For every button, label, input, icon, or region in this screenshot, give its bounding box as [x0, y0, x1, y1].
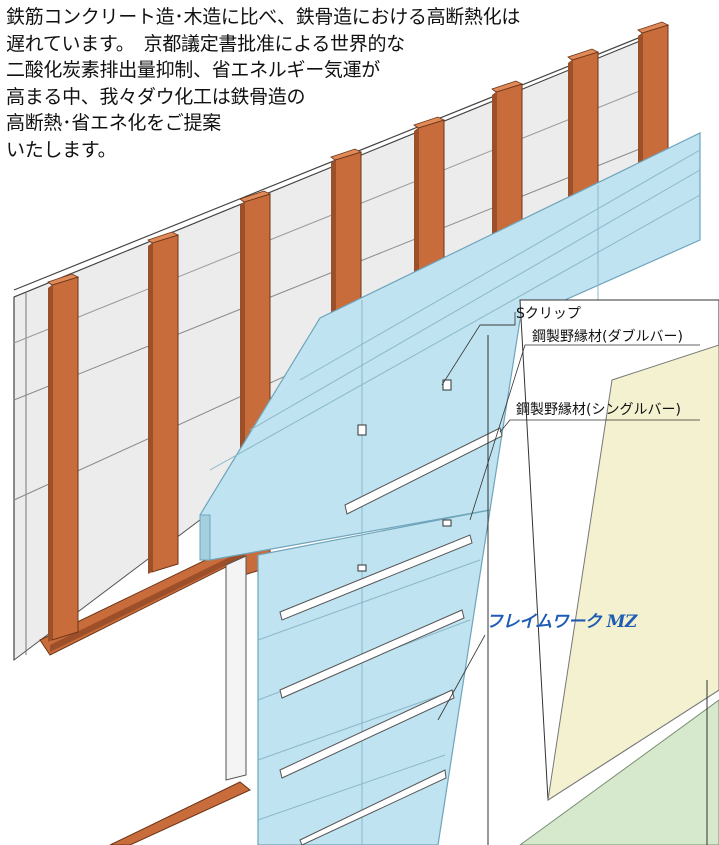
callout-leaders — [437, 312, 700, 721]
intro-line-4: 高まる中、我々ダウ化工は鉄骨造の — [6, 85, 306, 108]
intro-line-1: 鉄筋コンクリート造･木造に比べ、鉄骨造における高断熱化は — [6, 6, 521, 28]
label-double-bar: 鋼製野縁材(ダブルバー) — [532, 328, 683, 345]
insulation-panel-edge — [199, 514, 211, 561]
steel-stud — [151, 234, 179, 573]
steel-stud — [571, 51, 599, 196]
s-clips — [357, 379, 452, 572]
finish-board — [547, 344, 719, 802]
steel-stud-flange — [148, 243, 152, 574]
insulation-grid — [209, 149, 701, 845]
steel-stud-top — [147, 231, 180, 244]
frame-edge — [225, 555, 247, 781]
brand-logo-text: フレイムワーク MZ — [486, 612, 637, 632]
insulation-panel-lower — [257, 509, 491, 845]
steel-stud-top — [491, 80, 524, 93]
intro-line-2: 遅れています。 京都議定書批准による世界的な — [6, 32, 405, 55]
steel-stud — [417, 119, 445, 281]
label-single-bar: 鋼製野縁材(シングルバー) — [516, 402, 681, 418]
intro-line-3: 二酸化炭素排出量抑制、省エネルギー気運が — [6, 59, 381, 81]
label-s-clip: Sクリップ — [516, 306, 581, 322]
steel-stud — [641, 24, 669, 169]
intro-line-5: 高断熱･省エネ化をご提案 — [6, 112, 221, 134]
intro-line-6: いたします。 — [6, 138, 117, 161]
steel-stud-top — [637, 21, 670, 34]
steel-stud-top — [239, 190, 272, 203]
steel-bars — [279, 427, 503, 845]
intro-text: 鉄筋コンクリート造･木造に比べ、鉄骨造における高断熱化は 遅れています。 京都議… — [6, 4, 526, 163]
insulation-panel-upper — [199, 132, 701, 561]
steel-stud-flange — [568, 60, 572, 197]
steel-stud — [495, 83, 523, 246]
steel-stud — [51, 276, 79, 641]
steel-stud-flange — [492, 92, 496, 247]
floor — [519, 699, 719, 845]
lower-runner — [109, 781, 251, 845]
steel-stud-top — [47, 273, 80, 286]
steel-stud-top — [413, 116, 446, 129]
steel-stud-top — [567, 48, 600, 61]
steel-stud-flange — [48, 285, 52, 642]
steel-stud-top — [330, 148, 363, 161]
steel-stud-flange — [638, 33, 642, 170]
steel-stud-flange — [414, 128, 418, 282]
